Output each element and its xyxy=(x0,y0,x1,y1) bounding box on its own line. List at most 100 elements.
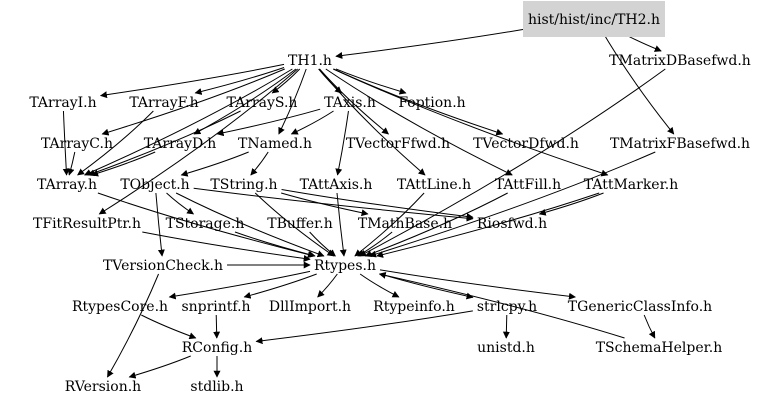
edge-tarrays-to-tarray xyxy=(87,110,241,177)
node-foption: Foption.h xyxy=(398,95,465,111)
node-label: TAttFill.h xyxy=(495,177,561,193)
node-tarray: TArray.h xyxy=(37,177,97,193)
edge-tbuffer-to-rtypes xyxy=(309,231,336,257)
node-tstring: TString.h xyxy=(210,177,277,193)
edge-rconfig-to-rversion xyxy=(128,355,191,379)
edge-tarrayd-to-tarray xyxy=(91,151,156,177)
node-riosfwd: Riosfwd.h xyxy=(477,216,547,232)
node-label: TMathBase.h xyxy=(358,216,452,232)
edge-th1-to-tarray xyxy=(83,68,293,176)
edge-rtypes-to-tgenericclassinfo xyxy=(379,269,576,300)
edge-tmatrixdbasefwd-to-rtypes xyxy=(359,68,666,257)
edge-th1-to-tfitresultptr xyxy=(98,68,299,215)
node-tvectordfwd: TVectorDfwd.h xyxy=(473,136,579,152)
node-label: TStorage.h xyxy=(166,216,245,232)
node-label: TNamed.h xyxy=(238,136,312,152)
edge-th1-to-tarrayf xyxy=(194,66,285,95)
edge-tschemahelper-to-rtypes xyxy=(378,271,625,339)
node-snprintf: snprintf.h xyxy=(181,299,250,315)
node-label: Rtypes.h xyxy=(314,258,376,274)
edge-th2-to-th1 xyxy=(335,27,532,59)
node-label: snprintf.h xyxy=(181,299,250,315)
node-tarrayf: TArrayF.h xyxy=(129,95,198,111)
edge-tfitresultptr-to-rtypes xyxy=(142,231,311,262)
edge-tattmarker-to-riosfwd xyxy=(538,192,604,216)
edge-tattline-to-rtypes xyxy=(354,192,425,257)
node-label: TAttAxis.h xyxy=(300,177,373,193)
node-label: TArrayD.h xyxy=(144,136,217,152)
node-label: TVersionCheck.h xyxy=(103,258,223,274)
node-label: TAttMarker.h xyxy=(584,177,678,193)
node-tattline: TAttLine.h xyxy=(397,177,471,193)
node-tschemahelper: TSchemaHelper.h xyxy=(596,340,723,356)
node-rconfig: RConfig.h xyxy=(182,340,252,356)
node-label: TSchemaHelper.h xyxy=(596,340,723,356)
node-label: TGenericClassInfo.h xyxy=(568,299,712,315)
node-label: DllImport.h xyxy=(269,299,351,315)
node-label: TString.h xyxy=(210,177,277,193)
node-label: TArrayC.h xyxy=(41,136,113,152)
edge-tstring-to-rtypes xyxy=(254,192,335,257)
edge-tmatrixfbasefwd-to-rtypes xyxy=(369,151,656,258)
node-unistd: unistd.h xyxy=(477,340,535,356)
node-label: RVersion.h xyxy=(65,379,141,395)
node-label: TFitResultPtr.h xyxy=(33,216,141,232)
edge-tarrayc-to-tarray xyxy=(67,151,76,176)
edge-tversioncheck-to-rversion xyxy=(107,273,159,378)
edge-tattfill-to-rtypes xyxy=(364,192,508,258)
node-tattmarker: TAttMarker.h xyxy=(584,177,678,193)
edge-th1-to-tattline xyxy=(318,68,426,176)
edge-th1-to-tattmarker xyxy=(333,68,609,177)
edge-tattmarker-to-rtypes xyxy=(376,192,600,258)
node-label: TArrayS.h xyxy=(227,95,298,111)
edge-tattaxis-to-rtypes xyxy=(336,192,347,257)
edge-tarray-to-rtypes xyxy=(97,192,315,258)
edge-strlcpy-to-rconfig xyxy=(255,310,473,345)
node-rtypeinfo: Rtypeinfo.h xyxy=(373,299,455,315)
node-tattaxis: TAttAxis.h xyxy=(300,177,373,193)
edge-taxis-to-tnamed xyxy=(290,110,334,135)
node-th2: hist/hist/inc/TH2.h xyxy=(522,1,666,37)
edge-layer xyxy=(62,27,675,379)
edge-tarrayf-to-tarray xyxy=(77,110,154,176)
node-tvectorffwd: TVectorFfwd.h xyxy=(346,136,450,152)
edge-tnamed-to-tstring xyxy=(250,151,269,176)
edge-th1-to-foption xyxy=(335,68,407,95)
edge-th1-to-tattfill xyxy=(325,68,513,176)
node-tstorage: TStorage.h xyxy=(166,216,245,232)
node-rtypescore: RtypesCore.h xyxy=(72,299,168,315)
edge-tnamed-to-tobject xyxy=(180,151,249,177)
edge-tgenericclassinfo-to-tschemahelper xyxy=(643,314,656,339)
node-label: strlcpy.h xyxy=(477,299,537,315)
node-label: stdlib.h xyxy=(190,379,243,395)
edge-th1-to-tvectorffwd xyxy=(319,68,390,135)
node-rtypes: Rtypes.h xyxy=(314,258,376,274)
edge-rtypes-to-rtypescore xyxy=(168,270,311,300)
edge-th1-to-tarrayc xyxy=(101,68,285,136)
node-tattfill: TAttFill.h xyxy=(495,177,561,193)
node-tarrayd: TArrayD.h xyxy=(144,136,217,152)
edge-tobject-to-tversioncheck xyxy=(155,192,165,257)
node-label: TAttLine.h xyxy=(397,177,471,193)
edge-tarrayi-to-tarray xyxy=(62,110,70,176)
node-label: TMatrixFBasefwd.h xyxy=(610,136,750,152)
root-node-box xyxy=(522,1,666,37)
edge-tmathbase-to-rtypes xyxy=(357,231,393,257)
edge-tobject-to-rtypes xyxy=(175,192,325,258)
edge-rtypes-to-dllimport xyxy=(317,273,338,298)
node-label: TArray.h xyxy=(37,177,97,193)
node-label: TVectorFfwd.h xyxy=(346,136,450,152)
node-tmatrixfbasefwd: TMatrixFBasefwd.h xyxy=(610,136,750,152)
node-tmathbase: TMathBase.h xyxy=(358,216,452,232)
edge-strlcpy-to-unistd xyxy=(502,314,510,339)
node-label: unistd.h xyxy=(477,340,535,356)
edge-th2-to-tmatrixfbasefwd xyxy=(599,27,675,135)
node-rversion: RVersion.h xyxy=(65,379,141,395)
node-label: hist/hist/inc/TH2.h xyxy=(528,12,660,28)
node-tarrayc: TArrayC.h xyxy=(41,136,113,152)
node-stdlib: stdlib.h xyxy=(190,379,243,395)
edge-rtypes-to-snprintf xyxy=(243,273,317,299)
edge-tstorage-to-rtypes xyxy=(234,231,316,258)
node-label: TObject.h xyxy=(120,177,189,193)
